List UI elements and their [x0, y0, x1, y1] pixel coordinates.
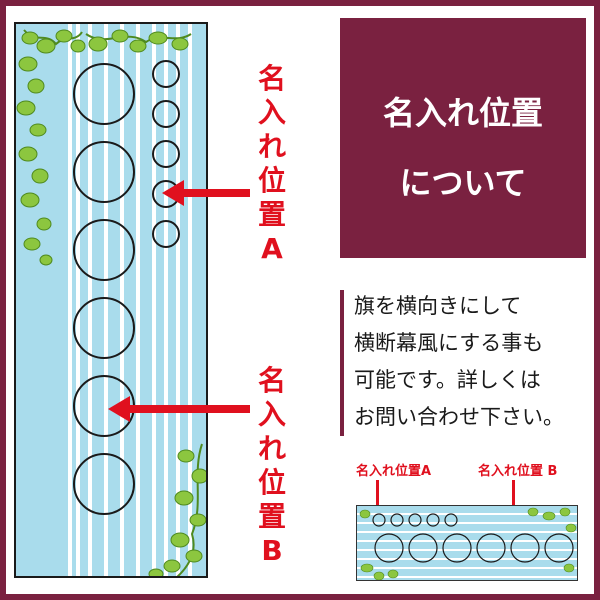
- label-b-char: 入: [257, 398, 286, 431]
- label-a-char: 位: [257, 164, 286, 197]
- mini-circle-b: [544, 533, 574, 563]
- label-a-char: 入: [257, 96, 286, 129]
- label-a-char: A: [261, 232, 283, 265]
- arrow-to-a: [162, 180, 250, 206]
- arrow-to-b: [108, 396, 250, 422]
- circle-a: [152, 60, 180, 88]
- name-position-b-circles: [73, 63, 135, 515]
- circle-b: [73, 453, 135, 515]
- title-box: 名入れ位置 について: [340, 18, 586, 258]
- description-line: 横断幕風にする事も: [354, 331, 544, 355]
- label-b-char: 位: [257, 466, 286, 499]
- description-line: 可能です。詳しくは: [354, 368, 541, 392]
- label-a-char: れ: [257, 130, 286, 163]
- circle-b: [73, 297, 135, 359]
- circle-a: [152, 100, 180, 128]
- label-b-char: B: [261, 534, 283, 567]
- mini-circle-a: [444, 513, 458, 527]
- circle-b: [73, 141, 135, 203]
- label-a-char: 名: [257, 62, 286, 95]
- circle-a: [152, 220, 180, 248]
- description-line: 旗を横向きにして: [354, 294, 522, 318]
- mini-circle-b: [510, 533, 540, 563]
- label-b-char: れ: [257, 432, 286, 465]
- description-line: お問い合わせ下さい。: [354, 405, 564, 429]
- mini-small-circles: [372, 513, 458, 527]
- mini-circle-b: [476, 533, 506, 563]
- mini-label-a: 名入れ位置A: [356, 464, 432, 479]
- label-a-char: 置: [257, 198, 286, 231]
- mini-circle-a: [390, 513, 404, 527]
- ivy-decoration-top: [16, 29, 192, 266]
- title-line-2: について: [399, 164, 527, 202]
- mini-circle-b: [442, 533, 472, 563]
- label-b-char: 置: [257, 500, 286, 533]
- horizontal-banner-preview: [356, 505, 578, 581]
- label-name-position-a: 名 入 れ 位 置 A: [252, 62, 292, 266]
- description-block: 旗を横向きにして 横断幕風にする事も 可能です。詳しくは お問い合わせ下さい。: [340, 290, 586, 440]
- mini-label-b: 名入れ位置 B: [478, 464, 558, 479]
- mini-circle-b: [374, 533, 404, 563]
- ivy-decoration-bottom: [148, 443, 206, 576]
- mini-circle-b: [408, 533, 438, 563]
- label-name-position-b: 名 入 れ 位 置 B: [252, 364, 292, 568]
- vertical-flag: [14, 22, 208, 578]
- mini-circle-a: [426, 513, 440, 527]
- mini-circle-a: [408, 513, 422, 527]
- mini-circle-a: [372, 513, 386, 527]
- title-line-1: 名入れ位置: [382, 94, 543, 132]
- mini-ivy-decoration: [359, 507, 577, 580]
- mini-banner-graphic: [359, 507, 577, 580]
- circle-b: [73, 219, 135, 281]
- label-b-char: 名: [257, 364, 286, 397]
- mini-large-circles: [374, 533, 574, 563]
- circle-b: [73, 63, 135, 125]
- flag-graphic: [16, 29, 206, 576]
- circle-a: [152, 140, 180, 168]
- description-accent-bar: [340, 290, 344, 436]
